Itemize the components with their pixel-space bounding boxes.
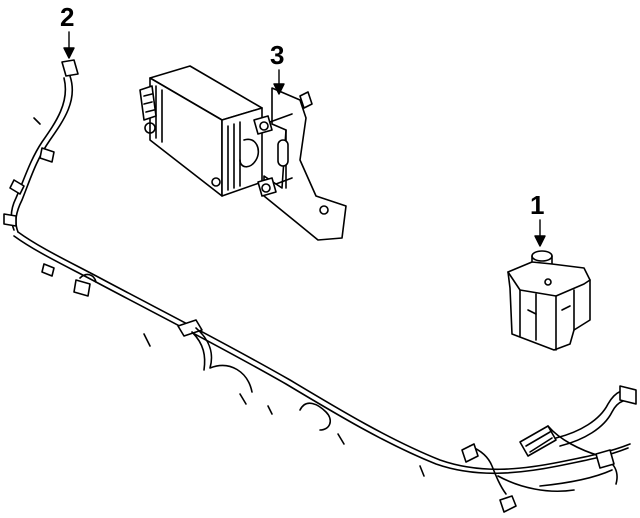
wiring-harness-icon [3,59,637,513]
arrow-head-2 [63,47,75,59]
arrow-head-1 [534,235,546,247]
arrow-head-3 [273,83,285,95]
sensor-icon [507,250,591,351]
callout-2: 2 [60,2,75,32]
callout-1: 1 [530,190,545,220]
module-with-bracket-icon [139,65,347,241]
callout-arrows [63,31,546,247]
callout-3: 3 [270,40,285,70]
